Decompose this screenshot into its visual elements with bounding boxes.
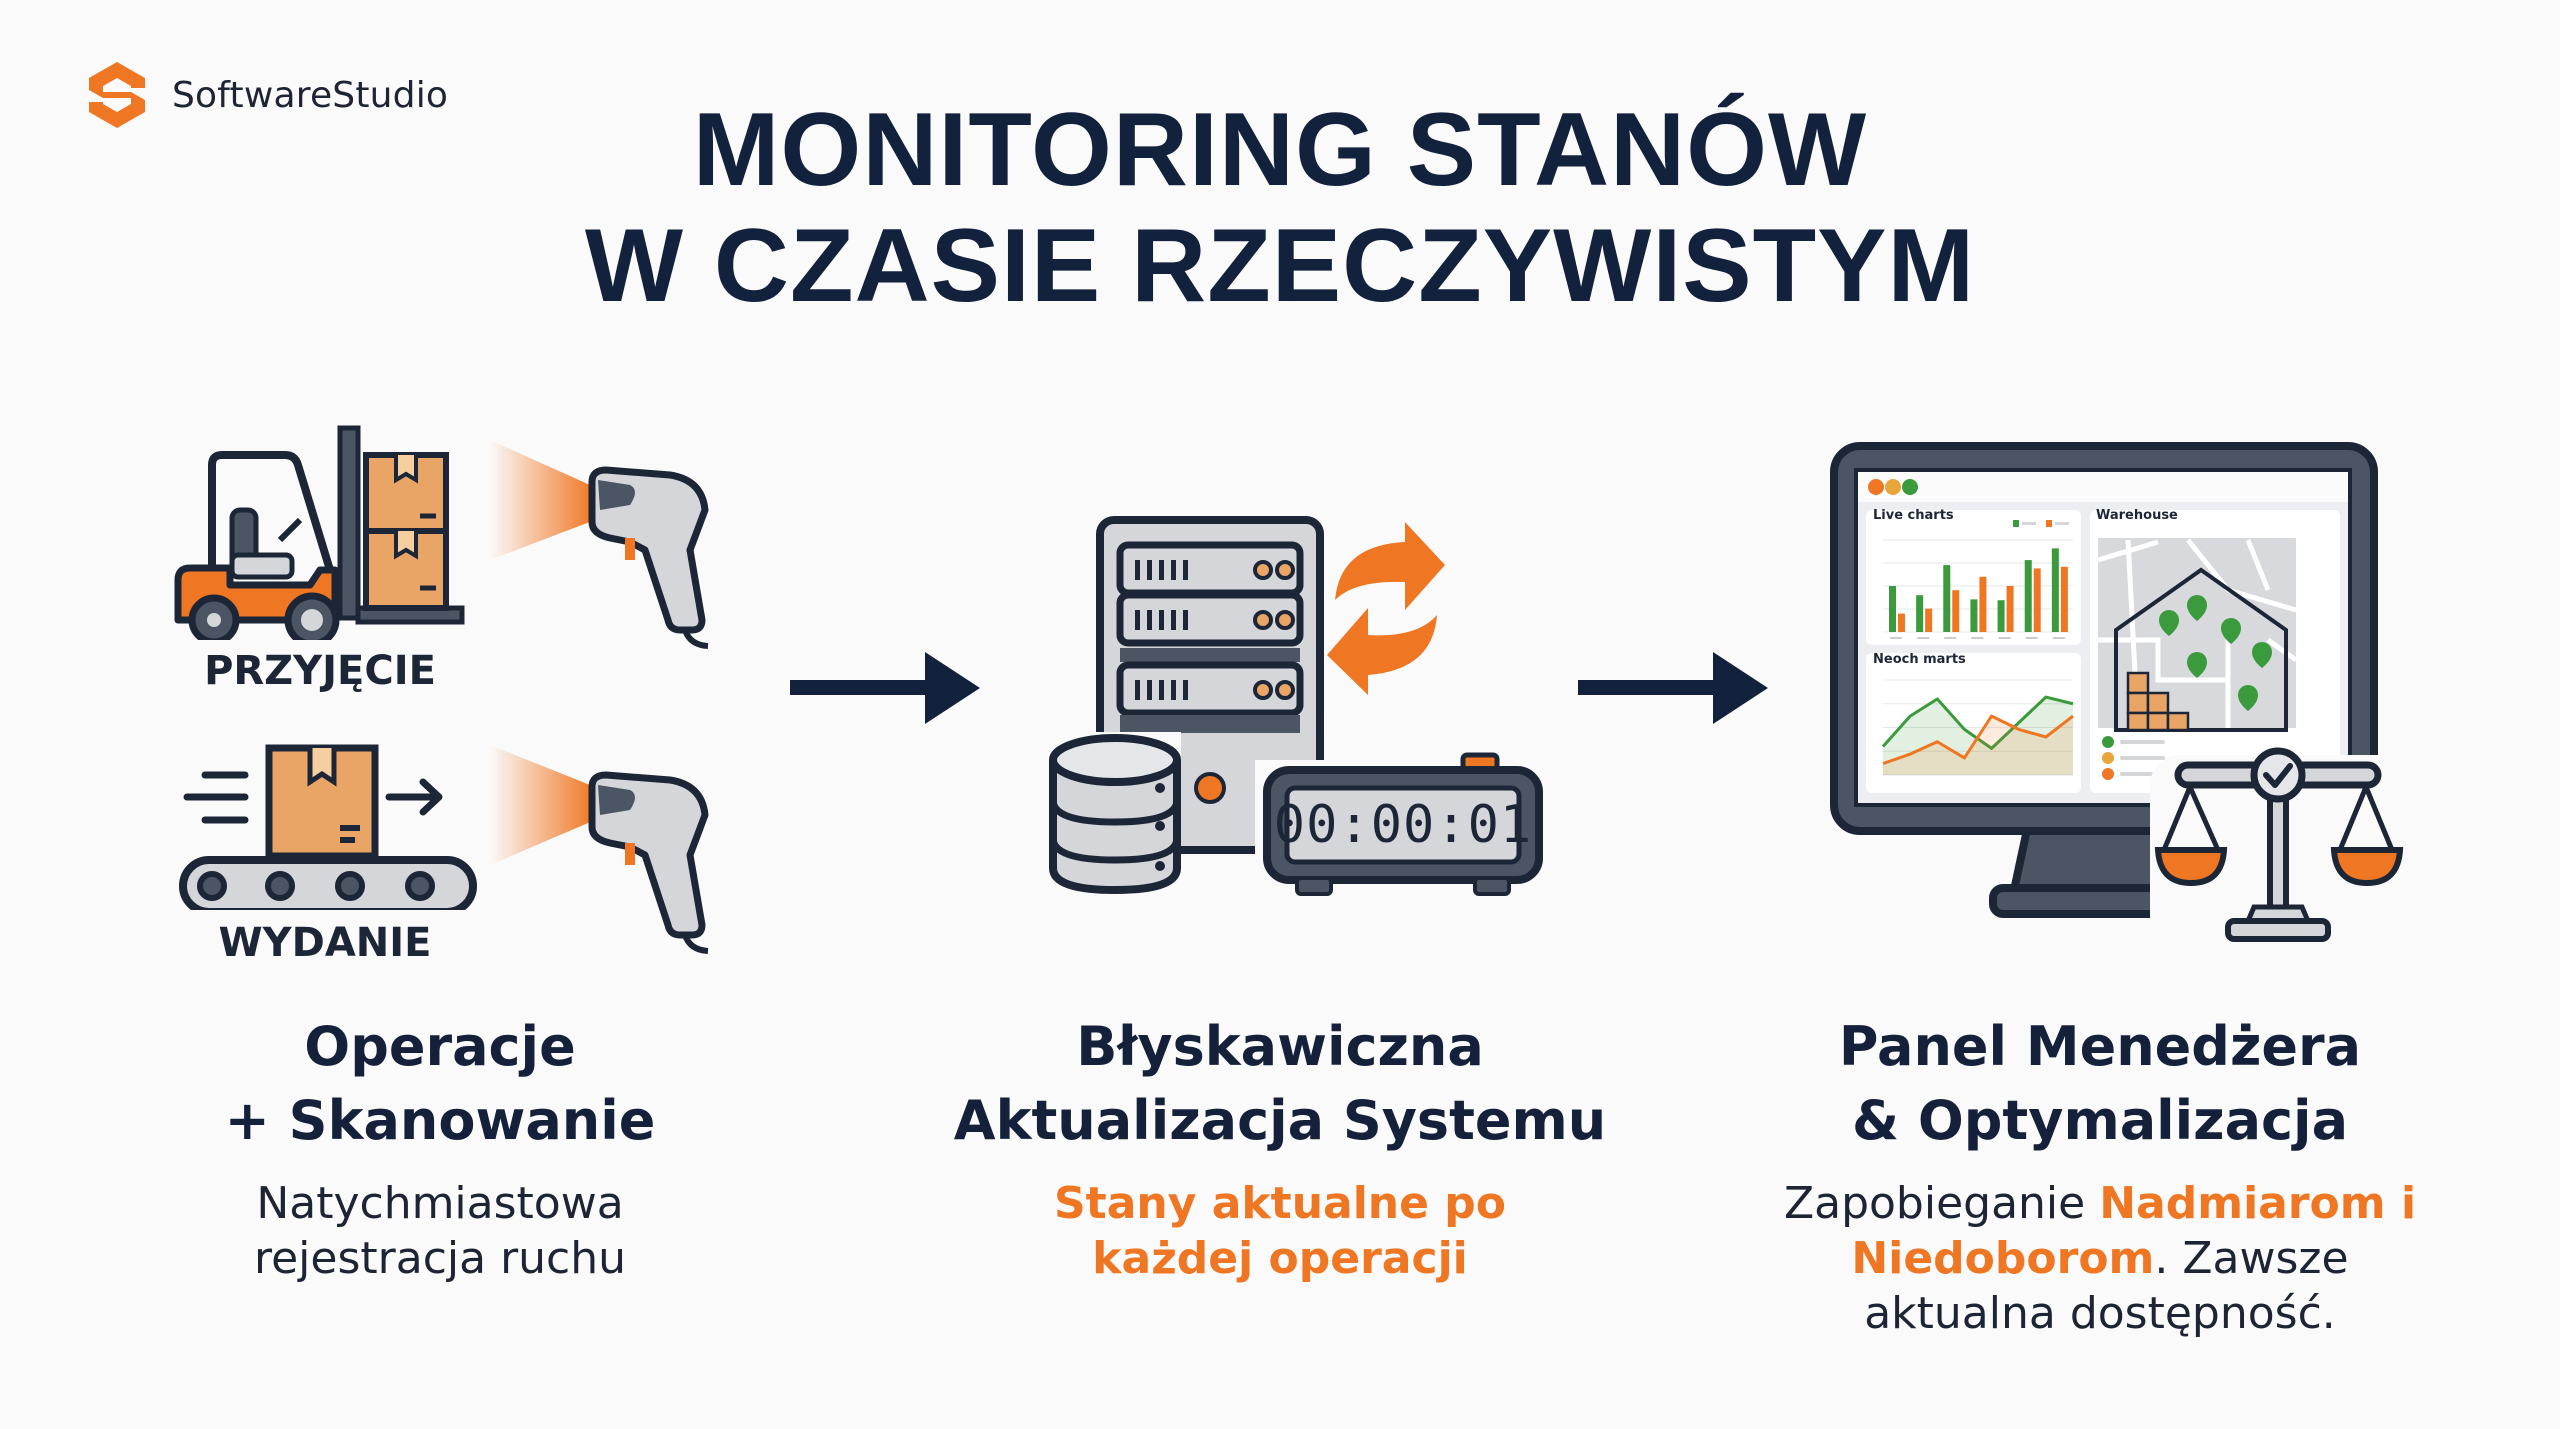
- x-tick-label: [1917, 637, 1930, 639]
- bar-orange-6: [2033, 568, 2041, 632]
- brand-logo: SoftwareStudio: [84, 58, 448, 132]
- caption-system-update: Błyskawiczna Aktualizacja Systemu Stany …: [880, 1010, 1680, 1286]
- x-tick-label: [1971, 637, 1984, 639]
- bar-orange-4: [1979, 576, 1987, 632]
- server-database-cluster: [1035, 470, 1555, 900]
- bar-green-3: [1943, 565, 1951, 632]
- panel-title-live-charts: Live charts: [1873, 508, 1954, 523]
- brand-name: SoftwareStudio: [172, 74, 449, 116]
- label-dispatch: WYDANIE: [218, 920, 432, 966]
- panel-title-warehouse: Warehouse: [2096, 508, 2178, 523]
- line-orange: [1882, 714, 2074, 766]
- conveyor-belt-icon: [175, 740, 485, 910]
- bar-orange-3: [1952, 590, 1960, 632]
- clock-display: 00:00:01: [1273, 795, 1533, 855]
- title-line-1: MONITORING STANÓW: [692, 92, 1868, 208]
- bar-green-1: [1889, 586, 1896, 632]
- bar-orange-1: [1898, 613, 1905, 632]
- title-line-2: W CZASIE RZECZYWISTYM: [584, 208, 1976, 324]
- caption-desc-line1: Zapobieganie Nadmiarom i: [1720, 1176, 2480, 1231]
- label-receiving: PRZYJĘCIE: [204, 648, 436, 694]
- caption-desc-line2: Niedoborom. Zawsze: [1720, 1231, 2480, 1286]
- database-icon: [1041, 732, 1181, 895]
- caption-title-line1: Operacje: [304, 1015, 576, 1078]
- caption-title-line2: Aktualizacja Systemu: [953, 1089, 1607, 1152]
- caption-manager-panel: Panel Menedżera & Optymalizacja Zapobieg…: [1720, 1010, 2480, 1341]
- x-tick-label: [1890, 637, 1902, 639]
- bar-green-4: [1970, 599, 1978, 632]
- bar-green-2: [1916, 595, 1924, 632]
- desc-text: . Zawsze: [2154, 1233, 2349, 1284]
- x-tick-label: [2025, 637, 2038, 639]
- forklift-icon: [170, 420, 490, 640]
- barcode-scanner-icon: [480, 735, 740, 955]
- caption-operations: Operacje + Skanowanie Natychmiastowa rej…: [190, 1010, 690, 1286]
- caption-title-line2: + Skanowanie: [224, 1089, 656, 1152]
- barcode-scanner-icon: [480, 430, 740, 650]
- bar-orange-2: [1925, 608, 1933, 632]
- panel-title-second-chart: Neoch marts: [1873, 652, 1966, 667]
- balance-scale-icon: [2150, 735, 2410, 945]
- desc-text: Zapobieganie: [1783, 1178, 2100, 1229]
- sync-icon: [1327, 522, 1445, 695]
- page-title: MONITORING STANÓW W CZASIE RZECZYWISTYM: [0, 92, 2560, 324]
- x-tick-label: [2052, 637, 2065, 639]
- bar-green-7: [2051, 548, 2059, 632]
- digital-clock-icon: [1255, 752, 1555, 900]
- flow-arrow-right-icon: [1578, 652, 1768, 724]
- caption-desc-line1: Stany aktualne po: [1053, 1178, 1507, 1229]
- x-tick-label: [1944, 637, 1957, 639]
- bar-green-6: [2024, 560, 2032, 632]
- bar-orange-5: [2006, 586, 2014, 632]
- caption-desc-line3: aktualna dostępność.: [1864, 1288, 2336, 1339]
- monitor-dashboard-icon: [1828, 440, 2428, 940]
- caption-title-line1: Panel Menedżera: [1838, 1015, 2362, 1078]
- flow-arrow-right-icon: [790, 652, 980, 724]
- caption-title-line2: & Optymalizacja: [1851, 1089, 2349, 1152]
- desc-highlight-shortage: Niedoborom: [1851, 1233, 2155, 1284]
- caption-title-line1: Błyskawiczna: [1076, 1015, 1484, 1078]
- bar-orange-7: [2060, 566, 2068, 632]
- live-line-chart: [1881, 679, 2074, 776]
- caption-desc-line1: Natychmiastowa: [256, 1178, 624, 1229]
- hexagon-s-logo-icon: [89, 62, 145, 128]
- bar-green-5: [1997, 600, 2005, 632]
- caption-desc-line2: każdej operacji: [1092, 1233, 1468, 1284]
- x-tick-label: [1998, 637, 2011, 639]
- caption-desc-line2: rejestracja ruchu: [253, 1233, 627, 1284]
- live-bar-chart: [1883, 539, 2073, 639]
- area-orange: [1883, 716, 2073, 775]
- desc-highlight-excess: Nadmiarom i: [2099, 1178, 2417, 1229]
